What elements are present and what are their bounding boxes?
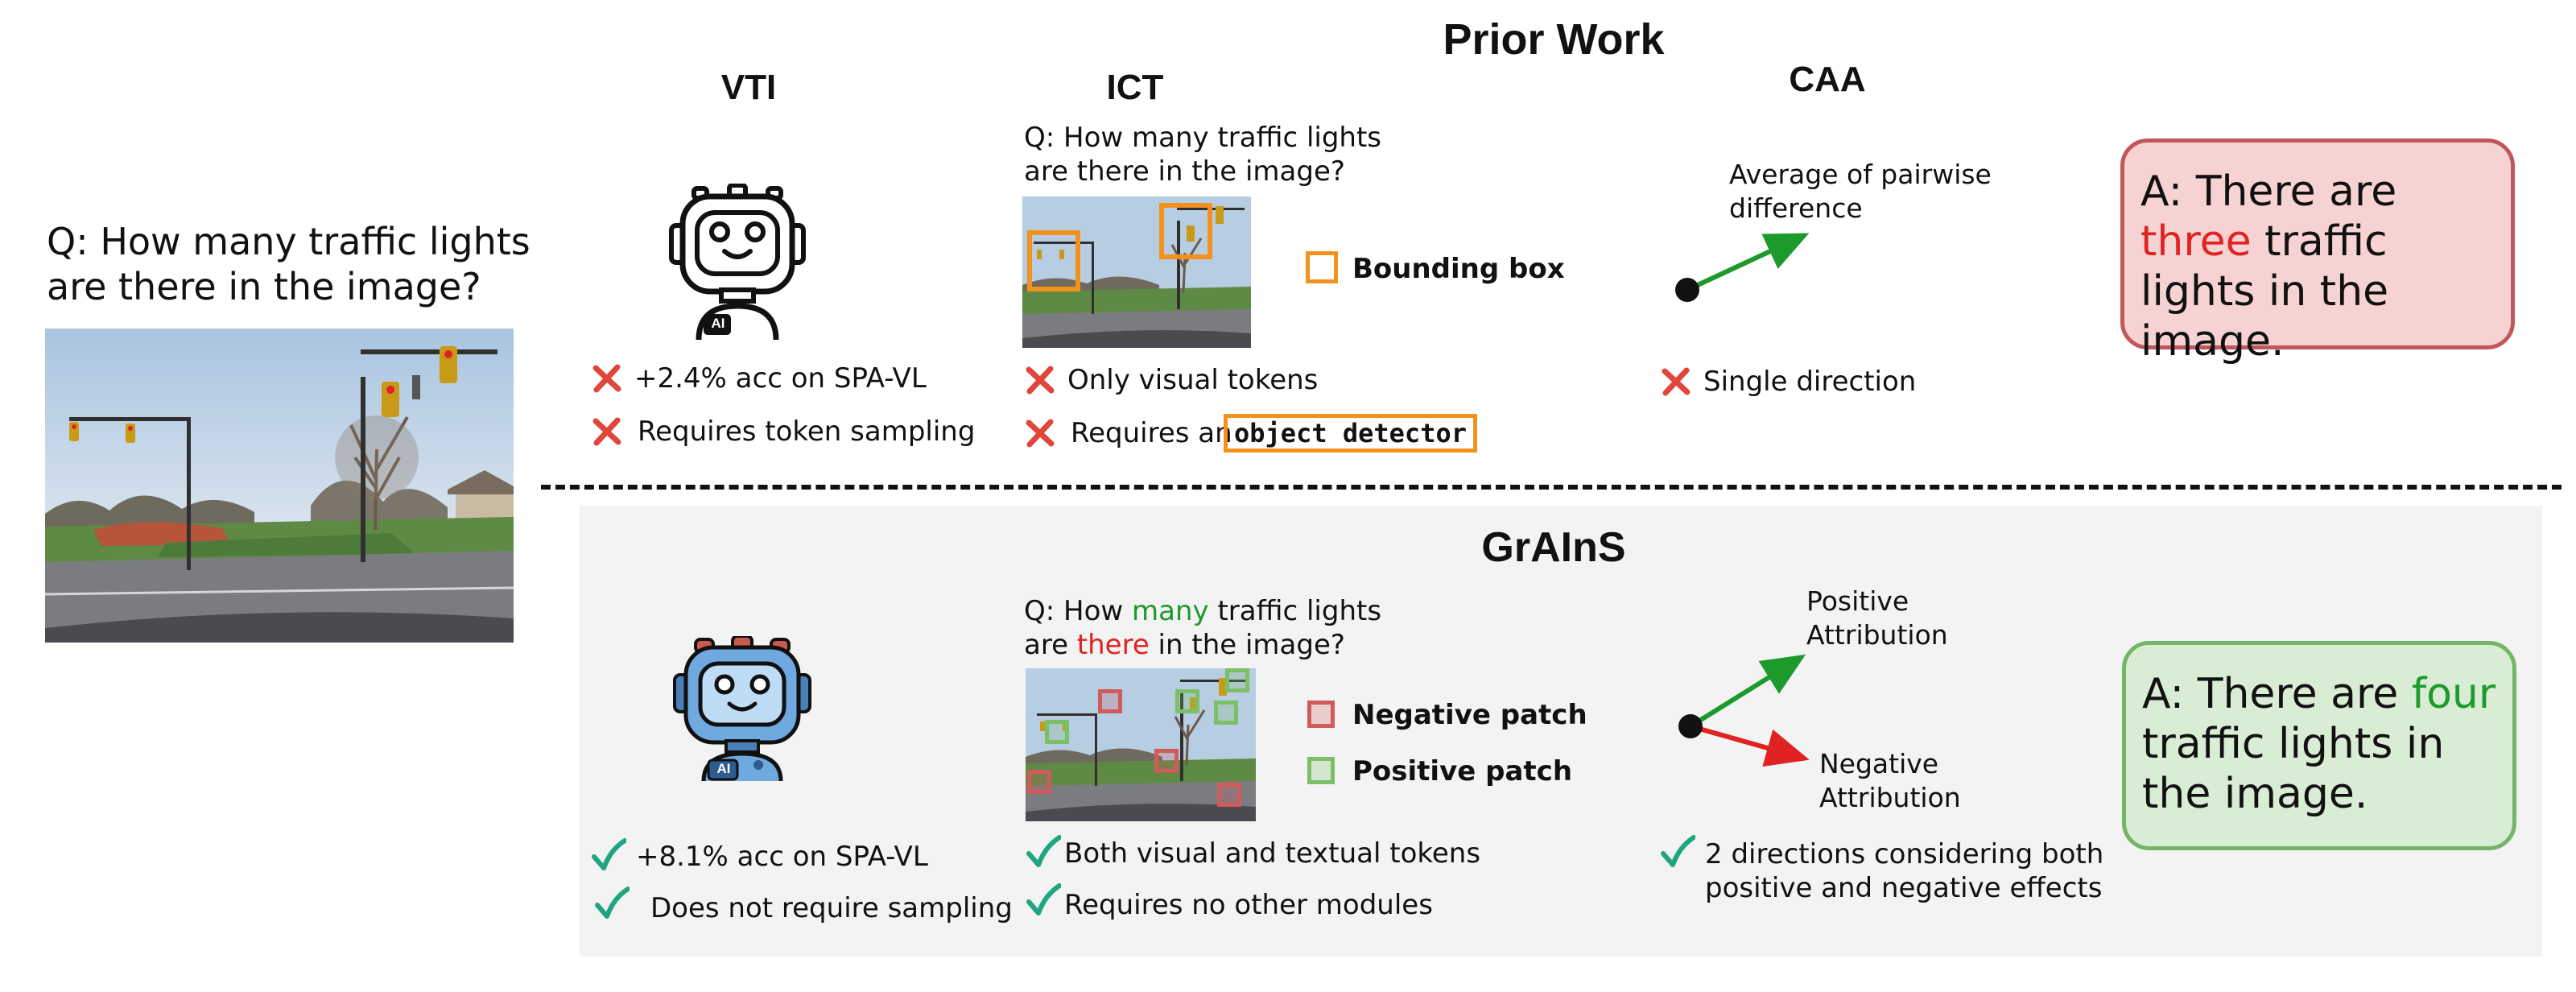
attribution-arrows — [1678, 654, 1810, 767]
grains-answer-line3: the image. — [2142, 770, 2368, 818]
positive-patch-legend-icon — [1307, 757, 1335, 784]
vti-con-2: Requires token sampling — [638, 415, 976, 448]
caa-direction-arrow — [1675, 233, 1810, 302]
vti-robot-badge: AI — [711, 316, 725, 331]
negative-attribution-line1: Negative — [1819, 748, 1939, 779]
caa-arrow-label: Average of pairwise difference — [1729, 158, 1992, 225]
grains-robot-badge: AI — [716, 761, 731, 776]
prior-answer-line2: three traffic — [2140, 217, 2511, 267]
ict-con-2-prefix: Requires an — [1071, 417, 1232, 449]
caa-title: CAA — [1789, 60, 1866, 99]
check-icon — [1660, 834, 1695, 870]
vti-robot-icon: AI — [665, 183, 810, 341]
positive-patch — [1225, 668, 1249, 692]
grains-answer-box: A: There are four traffic lights in the … — [2122, 641, 2516, 850]
grains-vti-pro-1: +8.1% acc on SPA-VL — [636, 841, 928, 873]
ict-title: ICT — [1106, 68, 1164, 107]
grains-q-negative-word: there — [1076, 629, 1150, 661]
object-detector-box: object detector — [1224, 414, 1477, 453]
grains-answer-prefix: A: There are — [2142, 670, 2412, 718]
ict-thumbnail-photo — [1022, 196, 1251, 348]
bounding-box-legend-label: Bounding box — [1352, 253, 1565, 285]
grains-q-line2-rest: in the image? — [1149, 629, 1345, 661]
main-question-line2: are there in the image? — [47, 265, 481, 308]
cross-icon — [1024, 364, 1056, 396]
negative-patch — [1217, 783, 1241, 807]
negative-patch-legend-label: Negative patch — [1352, 699, 1587, 731]
cross-icon — [591, 415, 623, 448]
check-icon — [594, 886, 630, 921]
ict-question: Q: How many traffic lights are there in … — [1024, 121, 1381, 188]
bounding-box-legend-icon — [1306, 251, 1338, 283]
positive-attribution-line1: Positive — [1806, 585, 1909, 617]
negative-patch — [1027, 770, 1051, 794]
positive-patch — [1045, 720, 1069, 744]
main-question-line1: Q: How many traffic lights — [47, 220, 530, 263]
grains-caa-pro: 2 directions considering both positive a… — [1705, 837, 2103, 905]
caa-arrow-label-line2: difference — [1729, 192, 1863, 224]
grains-q-positive-word: many — [1132, 595, 1209, 627]
grains-q-mid: traffic lights — [1208, 595, 1382, 627]
grains-answer-line1: A: There are four — [2142, 669, 2512, 719]
positive-patch — [1214, 701, 1238, 725]
cross-icon — [591, 362, 623, 395]
negative-patch — [1154, 749, 1179, 773]
traffic-scene-photo — [45, 329, 514, 643]
negative-attribution-line2: Attribution — [1819, 782, 1961, 813]
grains-robot-icon: AI — [671, 634, 813, 783]
prior-work-answer-box: A: There are three traffic lights in the… — [2120, 138, 2515, 366]
ict-question-line1: Q: How many traffic lights — [1024, 122, 1382, 154]
ict-question-line2: are there in the image? — [1024, 155, 1345, 188]
grains-heading: GrAInS — [1481, 524, 1626, 571]
prior-answer-line3: lights in the image. — [2140, 267, 2389, 366]
negative-patch-legend-icon — [1307, 701, 1335, 728]
grains-question-line1: Q: How many traffic lights — [1024, 594, 1381, 628]
vti-title: VTI — [720, 68, 777, 107]
negative-patch — [1098, 689, 1122, 713]
check-icon — [1026, 882, 1061, 918]
grains-caa-pro-line1: 2 directions considering both — [1705, 838, 2104, 870]
vti-con-1: +2.4% acc on SPA-VL — [634, 362, 927, 395]
grains-q-line2-prefix: are — [1024, 629, 1077, 661]
main-question: Q: How many traffic lights are there in … — [47, 219, 530, 309]
grains-caa-pro-line2: positive and negative effects — [1705, 872, 2103, 904]
positive-patch-legend-label: Positive patch — [1352, 755, 1573, 787]
prior-answer-line2-rest: traffic — [2251, 217, 2388, 266]
positive-attribution-line2: Attribution — [1806, 619, 1948, 651]
check-icon — [591, 837, 626, 873]
prior-answer-wrong-word: three — [2140, 217, 2252, 266]
caa-con: Single direction — [1703, 366, 1917, 398]
cross-icon — [1660, 366, 1692, 398]
ict-con-1: Only visual tokens — [1067, 364, 1319, 396]
bounding-box — [1027, 230, 1080, 291]
caa-arrow-label-line1: Average of pairwise — [1729, 159, 1992, 190]
bounding-box — [1159, 203, 1212, 259]
grains-ict-pro-1: Both visual and textual tokens — [1064, 837, 1481, 870]
grains-answer-line2: traffic lights in — [2142, 720, 2445, 768]
grains-thumbnail-photo — [1026, 668, 1256, 821]
grains-vti-pro-2: Does not require sampling — [650, 892, 1013, 924]
grains-question: Q: How many traffic lights are there in … — [1024, 594, 1381, 662]
positive-attribution-label: Positive Attribution — [1806, 585, 1948, 652]
check-icon — [1026, 834, 1061, 870]
object-detector-label: object detector — [1234, 418, 1467, 448]
positive-patch — [1175, 689, 1199, 713]
cross-icon — [1024, 417, 1056, 449]
prior-answer-line1: A: There are — [2140, 167, 2397, 216]
section-divider — [541, 485, 2562, 490]
grains-q-prefix: Q: How — [1024, 595, 1133, 627]
negative-attribution-label: Negative Attribution — [1819, 747, 1961, 815]
grains-question-line2: are there in the image? — [1024, 628, 1381, 662]
grains-ict-pro-2: Requires no other modules — [1064, 889, 1433, 921]
prior-work-heading: Prior Work — [1443, 15, 1665, 64]
grains-answer-correct-word: four — [2411, 670, 2496, 718]
